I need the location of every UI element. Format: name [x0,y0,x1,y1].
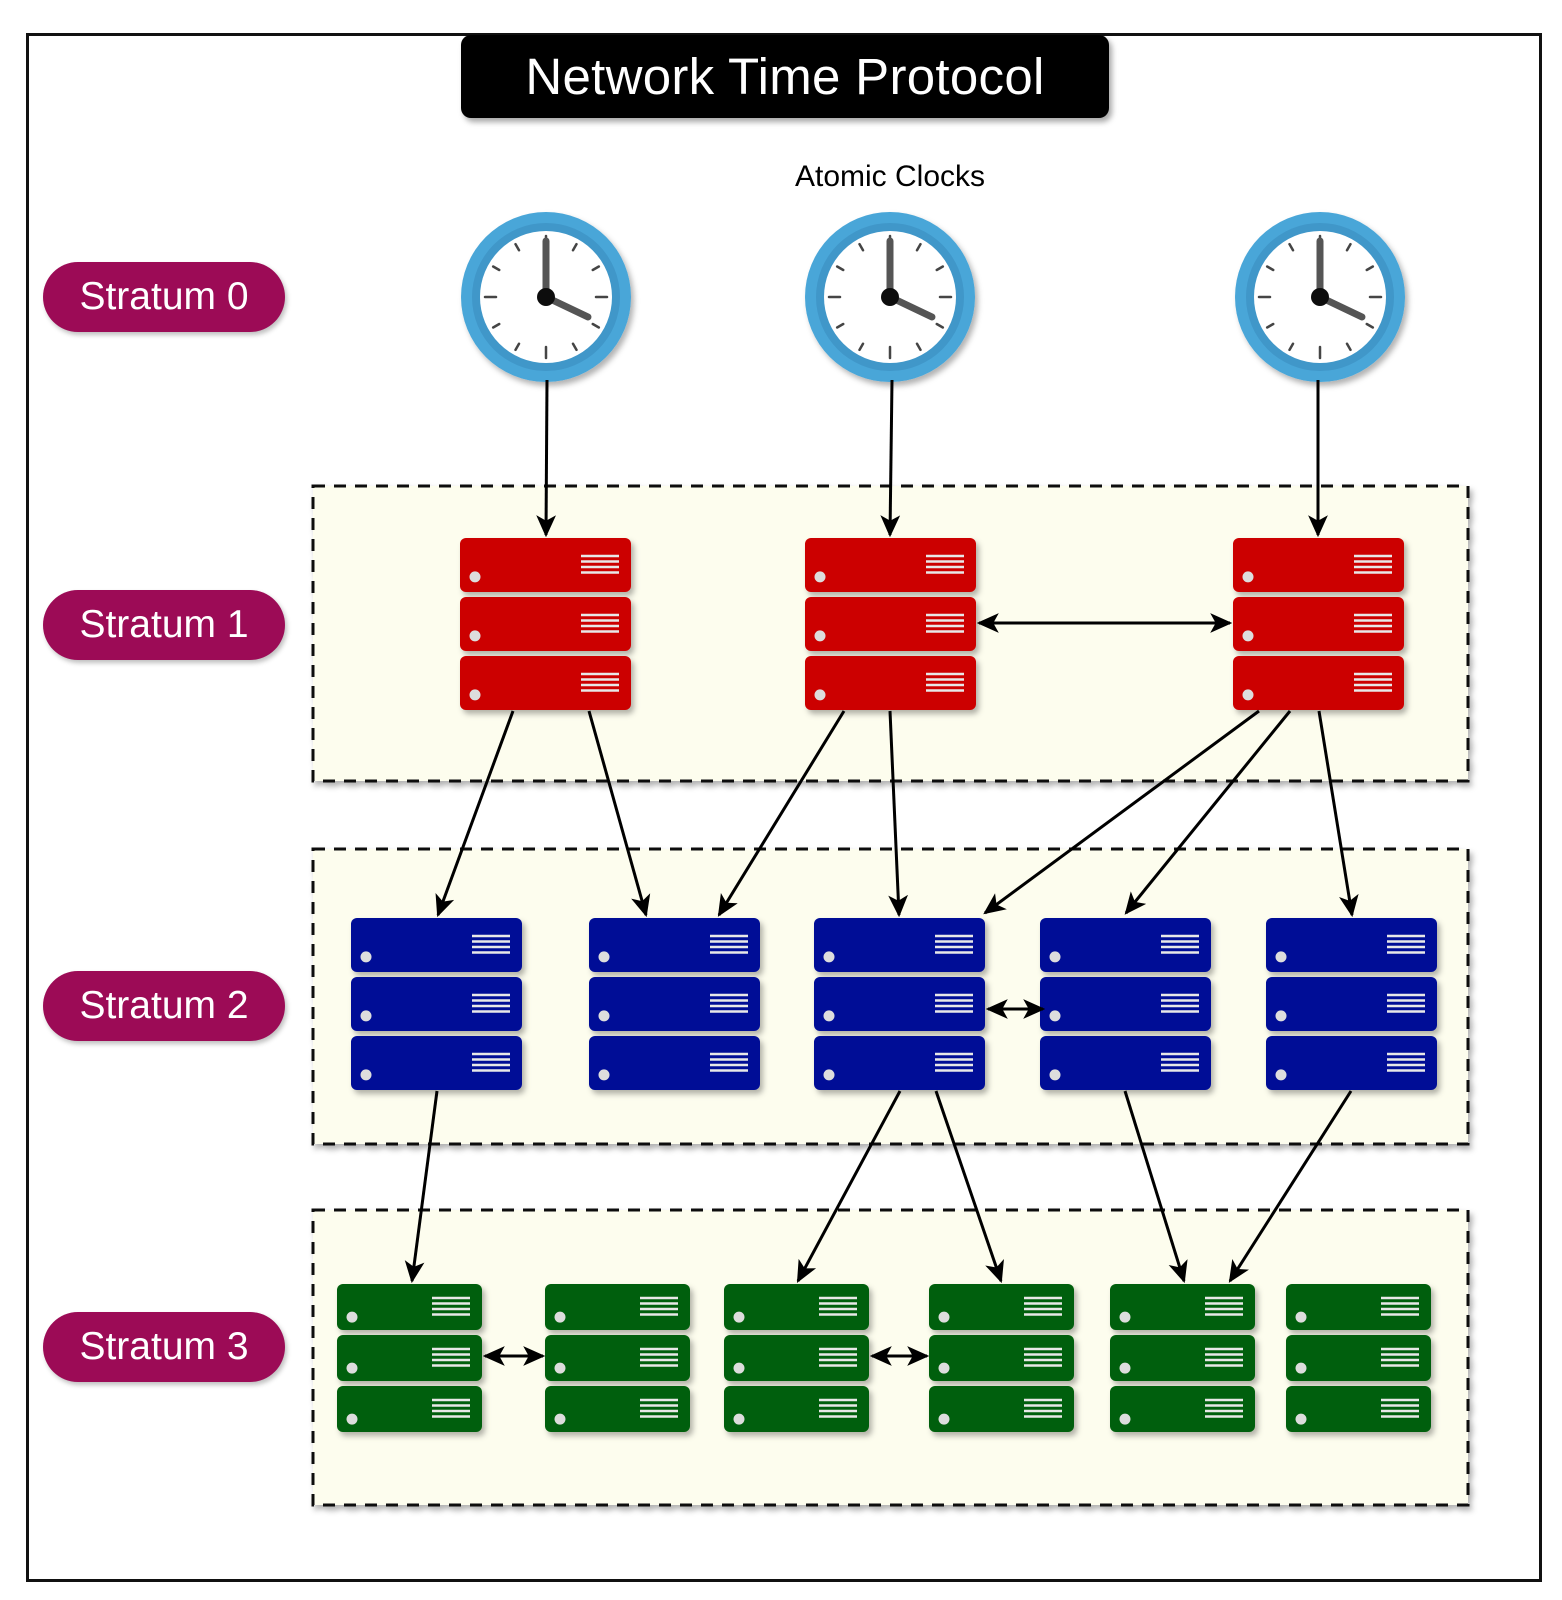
stratum-1-server-icon [805,538,976,710]
sync-arrow [435,710,515,918]
clock-icon [461,212,631,382]
atomic-clocks-label: Atomic Clocks [794,160,986,193]
stratum-2-server-icon [1040,918,1211,1090]
stratum-1-server-icon [460,538,631,710]
stratum-1-server-icon [1233,538,1404,710]
clock-icon [1235,212,1405,382]
stratum-2-server-icon [814,918,985,1090]
stratum-2-label: Stratum 2 [43,971,285,1041]
stratum-3-server-icon [1110,1284,1255,1432]
sync-arrow [587,710,651,918]
sync-arrow [404,1090,439,1284]
stratum-2-server-icon [589,918,760,1090]
stratum-3-server-icon [724,1284,869,1432]
stratum-2-server-icon [1266,918,1437,1090]
stratum-0-label: Stratum 0 [43,262,285,332]
sync-arrow [796,1090,902,1283]
sync-arrow [880,379,901,538]
stratum-3-label: Stratum 3 [43,1312,285,1382]
stratum-3-server-icon [1286,1284,1431,1432]
diagram-title: Network Time Protocol [525,48,1045,105]
sync-arrow [888,710,909,918]
stratum-1-label: Stratum 1 [43,590,285,660]
diagram-frame [26,33,1542,1582]
sync-arrow [934,1090,1004,1284]
diagram-title-box: Network Time Protocol [461,35,1109,118]
sync-arrow [1228,1090,1353,1283]
stratum-2-server-icon [351,918,522,1090]
sync-arrow [1123,1090,1188,1284]
clock-icon [805,212,975,382]
sync-arrow [983,709,1260,915]
sync-arrow [536,379,557,538]
stratum-3-server-icon [337,1284,482,1432]
stratum-3-server-icon [929,1284,1074,1432]
sync-arrow [1124,710,1292,915]
sync-arrow [717,710,846,917]
sync-arrow [1317,710,1359,918]
stratum-3-server-icon [545,1284,690,1432]
